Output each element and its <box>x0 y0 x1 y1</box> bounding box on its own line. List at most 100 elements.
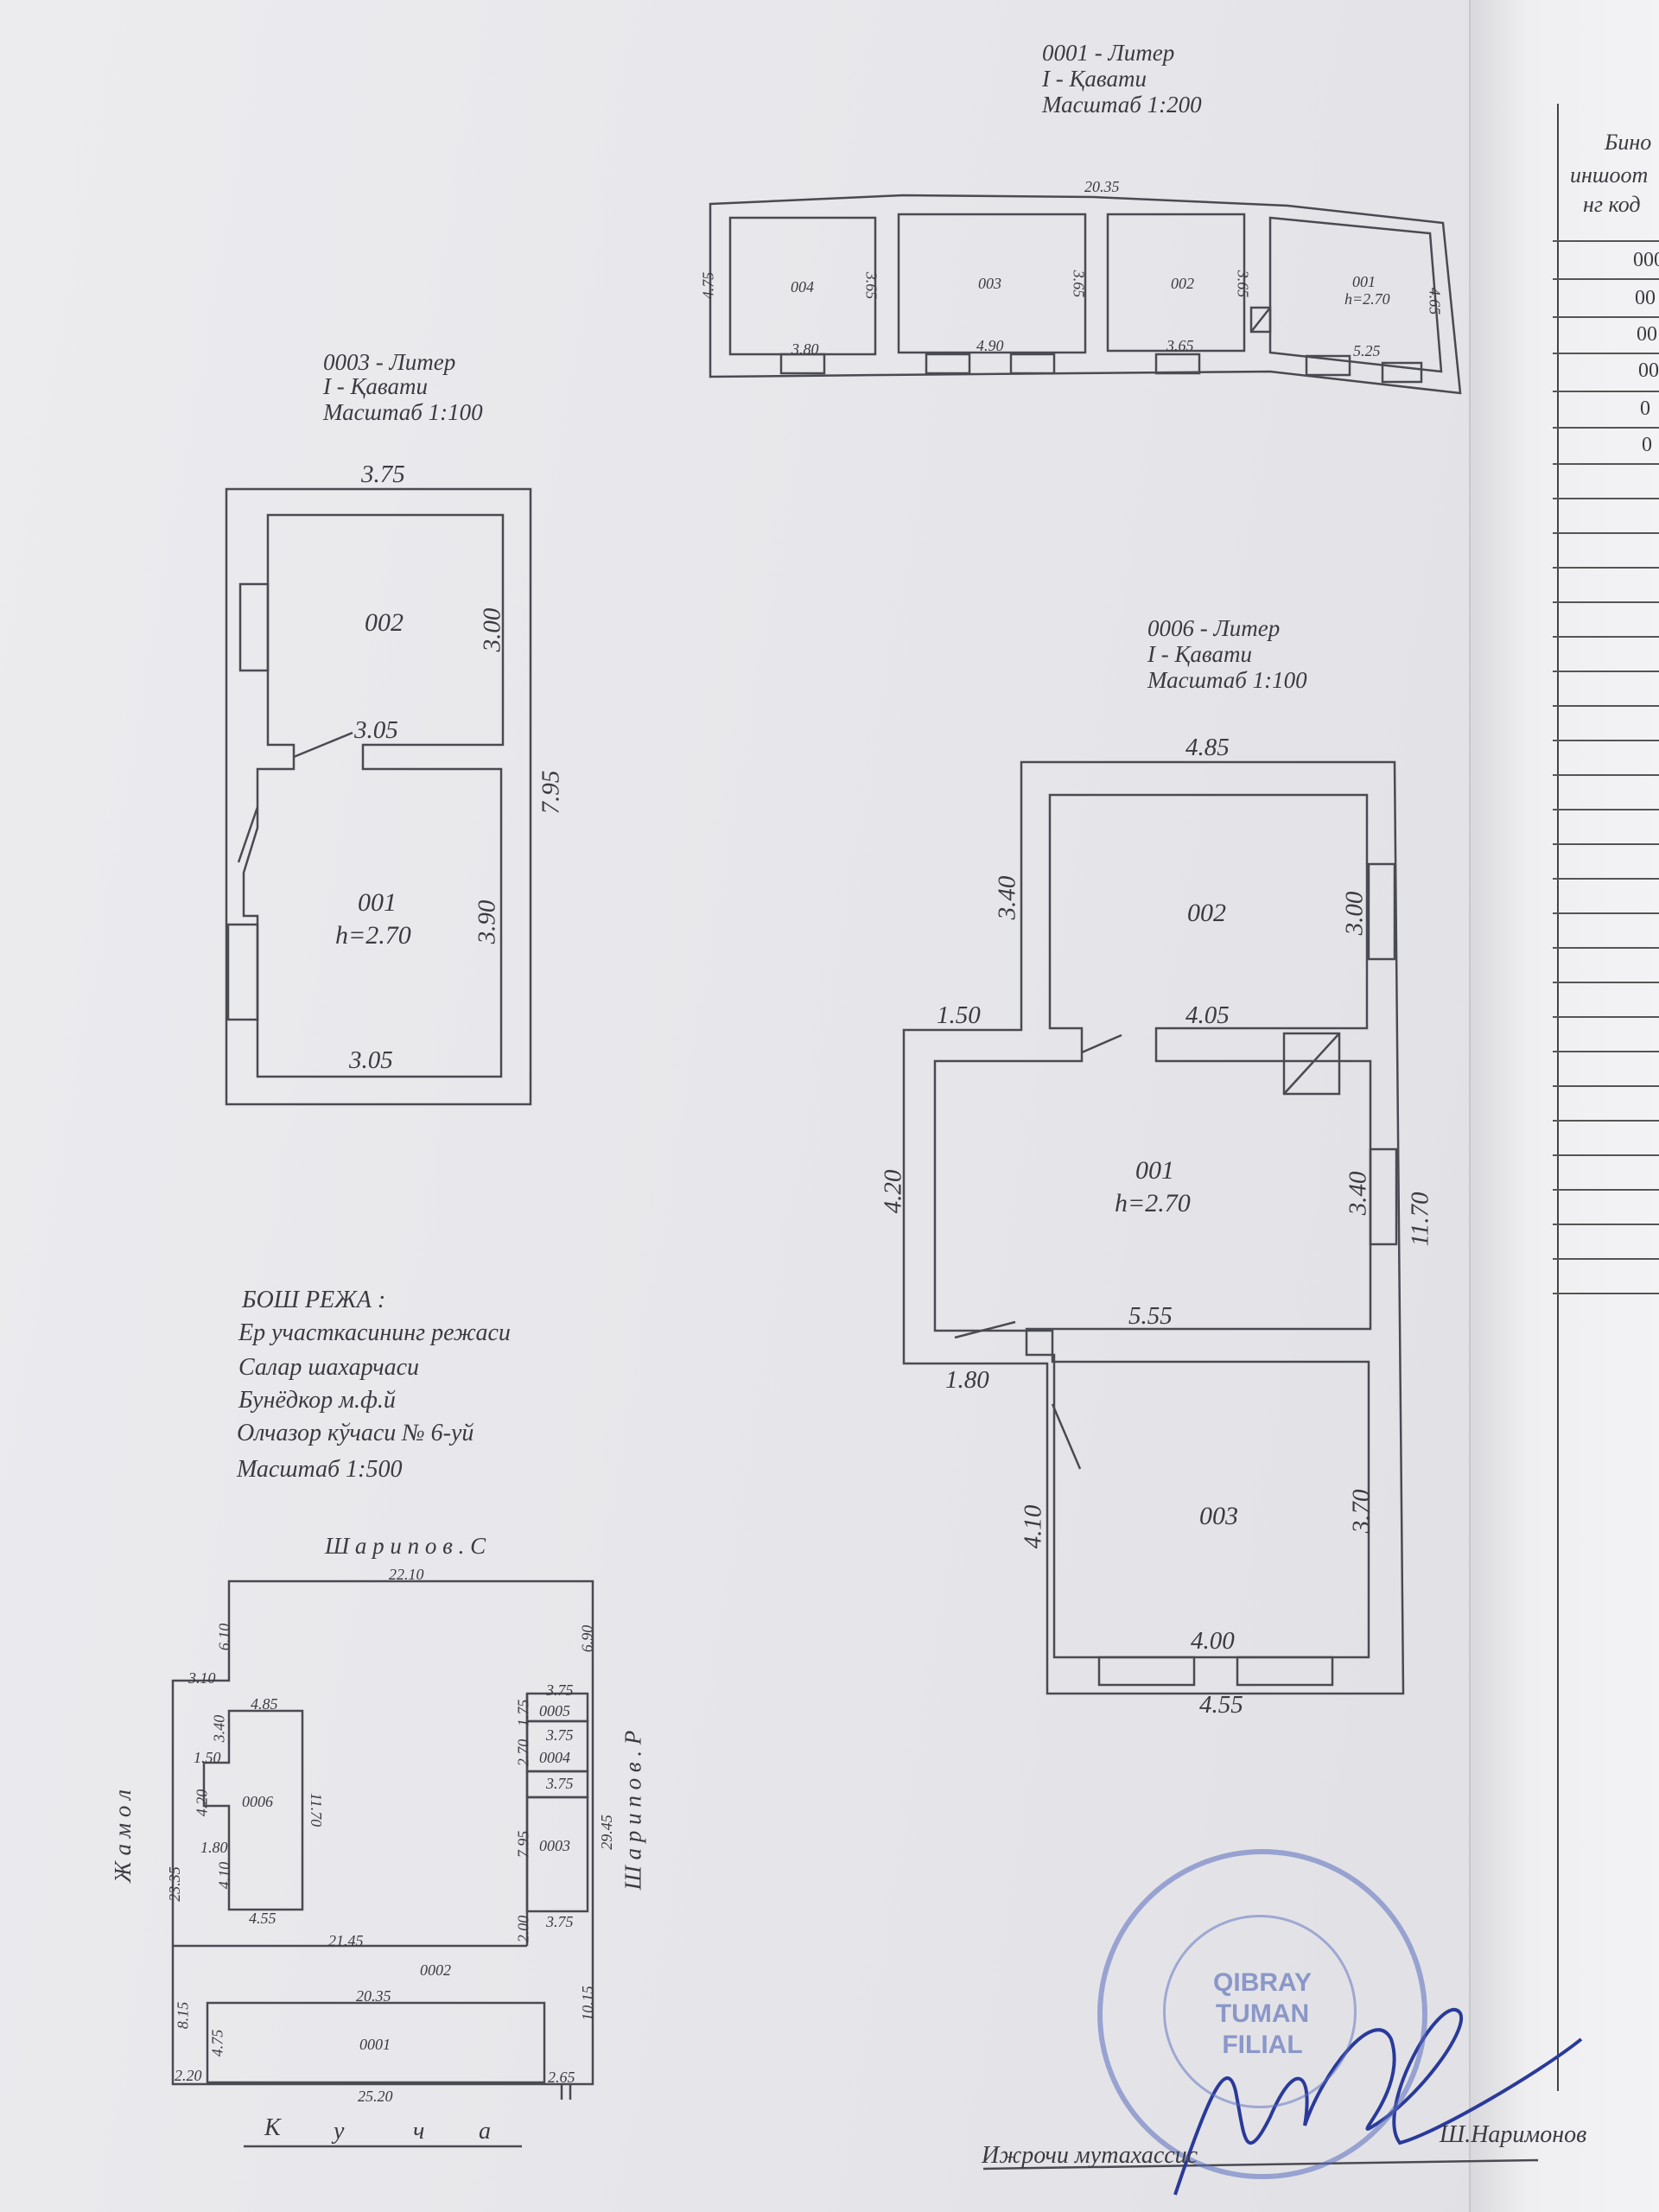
dim: 1.80 <box>945 1366 989 1394</box>
room-label: 004 <box>791 278 814 296</box>
dim: 4.05 <box>1185 1001 1230 1029</box>
dim: 5.25 <box>1353 342 1381 359</box>
adjacent-cell: 00 <box>1637 323 1657 346</box>
lot-label: 0004 <box>539 1749 570 1766</box>
dim: 7.95 <box>514 1830 532 1859</box>
dim: 1.75 <box>514 1699 532 1727</box>
dim: 10.15 <box>578 1986 596 2021</box>
adjacent-header-3: нг код <box>1583 192 1641 217</box>
dim: 1.50 <box>937 1001 981 1029</box>
dim: 3.10 <box>188 1669 216 1687</box>
plan-0006-floor: I - Қавати <box>1147 641 1252 667</box>
dim: 21.45 <box>328 1932 364 1949</box>
general-plan-line: Ер участкасининг режаси <box>238 1319 511 1346</box>
lot-label: 0005 <box>539 1702 570 1719</box>
dim: 3.65 <box>1070 270 1088 298</box>
dim: 3.75 <box>546 1726 574 1744</box>
dim: 1.50 <box>194 1749 221 1766</box>
adjacent-header-1: Бино <box>1605 130 1652 155</box>
lot-label: 0001 <box>359 2036 391 2053</box>
room-height: h=2.70 <box>1344 290 1390 308</box>
dim: 8.15 <box>174 2001 192 2030</box>
street-right: Ш а р и п о в . Р <box>620 1730 646 1891</box>
dim: 4.20 <box>879 1169 907 1214</box>
dim: 3.40 <box>993 875 1021 920</box>
dim: 6.10 <box>215 1623 233 1651</box>
dim: 20.35 <box>1084 178 1120 195</box>
dim: 3.75 <box>546 1913 574 1930</box>
dim: 3.65 <box>1166 337 1194 354</box>
plan-0001-scale: Масштаб 1:200 <box>1042 92 1202 118</box>
dim: 20.35 <box>356 1987 391 2005</box>
dim: 4.65 <box>1426 287 1444 315</box>
dim: 3.00 <box>1340 891 1369 936</box>
dim: 23.35 <box>165 1866 183 1902</box>
executor-name: Ш.Наримонов <box>1440 2121 1587 2148</box>
official-stamp: QIBRAY TUMAN FILIAL <box>1097 1849 1427 2179</box>
dim: 3.65 <box>862 271 880 300</box>
executor-label: Ижрочи мутахассис <box>982 2142 1198 2169</box>
general-plan-line: Бунёдкор м.ф.й <box>238 1387 396 1414</box>
plan-0003-floor: I - Қавати <box>323 373 428 399</box>
dim: 4.75 <box>208 2029 226 2057</box>
dim: 2.65 <box>548 2069 575 2086</box>
dim: 3.40 <box>1344 1171 1372 1216</box>
general-plan-line: Олчазор кўчаси № 6-уй <box>237 1420 474 1446</box>
dim: 4.75 <box>699 271 717 300</box>
street-bottom-letter: К <box>264 2114 281 2141</box>
dim: 3.05 <box>354 716 398 744</box>
adjacent-cell: 000 <box>1633 249 1659 271</box>
dim: 2.70 <box>514 1738 532 1767</box>
dim: 7.95 <box>537 770 565 815</box>
dim: 4.10 <box>1019 1504 1047 1549</box>
dim: 4.85 <box>251 1695 278 1713</box>
dim: 3.75 <box>546 1775 574 1792</box>
room-height: h=2.70 <box>335 921 411 950</box>
dim: 3.90 <box>473 899 501 944</box>
dim: 4.55 <box>249 1910 276 1927</box>
dim: 29.45 <box>597 1815 615 1850</box>
dim: 6.90 <box>578 1624 596 1653</box>
room-label: 001 <box>358 888 397 917</box>
dim: 3.40 <box>210 1714 228 1743</box>
dim: 3.05 <box>349 1046 393 1074</box>
lot-label: 0003 <box>539 1837 570 1854</box>
adjacent-sheet: Бино иншоот нг код 000 00 00 00 0 0 <box>1469 0 1659 2212</box>
dim: 2.00 <box>514 1915 532 1943</box>
room-label: 002 <box>1187 899 1226 927</box>
general-plan-title: БОШ РЕЖА : <box>242 1287 386 1313</box>
dim: 4.00 <box>1191 1627 1235 1655</box>
dim: 4.55 <box>1199 1691 1243 1719</box>
general-plan-scale: Масштаб 1:500 <box>237 1456 403 1483</box>
dim: 3.75 <box>361 461 405 488</box>
adjacent-cell: 00 <box>1638 359 1659 382</box>
room-label: 001 <box>1135 1156 1174 1185</box>
street-bottom-letter: ч <box>413 2118 425 2145</box>
room-label: 002 <box>1171 275 1194 292</box>
dim: 3.70 <box>1347 1489 1376 1534</box>
dim: 4.85 <box>1185 734 1230 761</box>
dim: 11.70 <box>1406 1192 1434 1247</box>
adjacent-cell: 0 <box>1642 434 1652 456</box>
plan-0006-title: 0006 - Литер <box>1147 615 1281 641</box>
dim: 1.80 <box>200 1839 228 1856</box>
adjacent-cell: 00 <box>1635 287 1656 309</box>
plan-0006-scale: Масштаб 1:100 <box>1147 667 1307 693</box>
room-label: 001 <box>1352 273 1376 290</box>
street-top: Ш а р и п о в . С <box>325 1533 486 1559</box>
dim: 3.65 <box>1234 270 1252 298</box>
dim: 2.20 <box>175 2067 202 2084</box>
dim: 4.10 <box>215 1861 233 1890</box>
dim: 3.00 <box>478 607 506 652</box>
dim: 5.55 <box>1128 1302 1173 1330</box>
lot-label: 0006 <box>242 1793 273 1810</box>
dim: 3.75 <box>546 1681 574 1699</box>
plan-0003-scale: Масштаб 1:100 <box>323 399 483 425</box>
lot-label: 0002 <box>420 1961 451 1979</box>
plan-0003-title: 0003 - Литер <box>323 349 456 375</box>
street-bottom-letter: у <box>334 2118 345 2145</box>
plan-0001-title: 0001 - Литер <box>1042 40 1175 66</box>
general-plan-line: Салар шахарчаси <box>238 1354 420 1381</box>
